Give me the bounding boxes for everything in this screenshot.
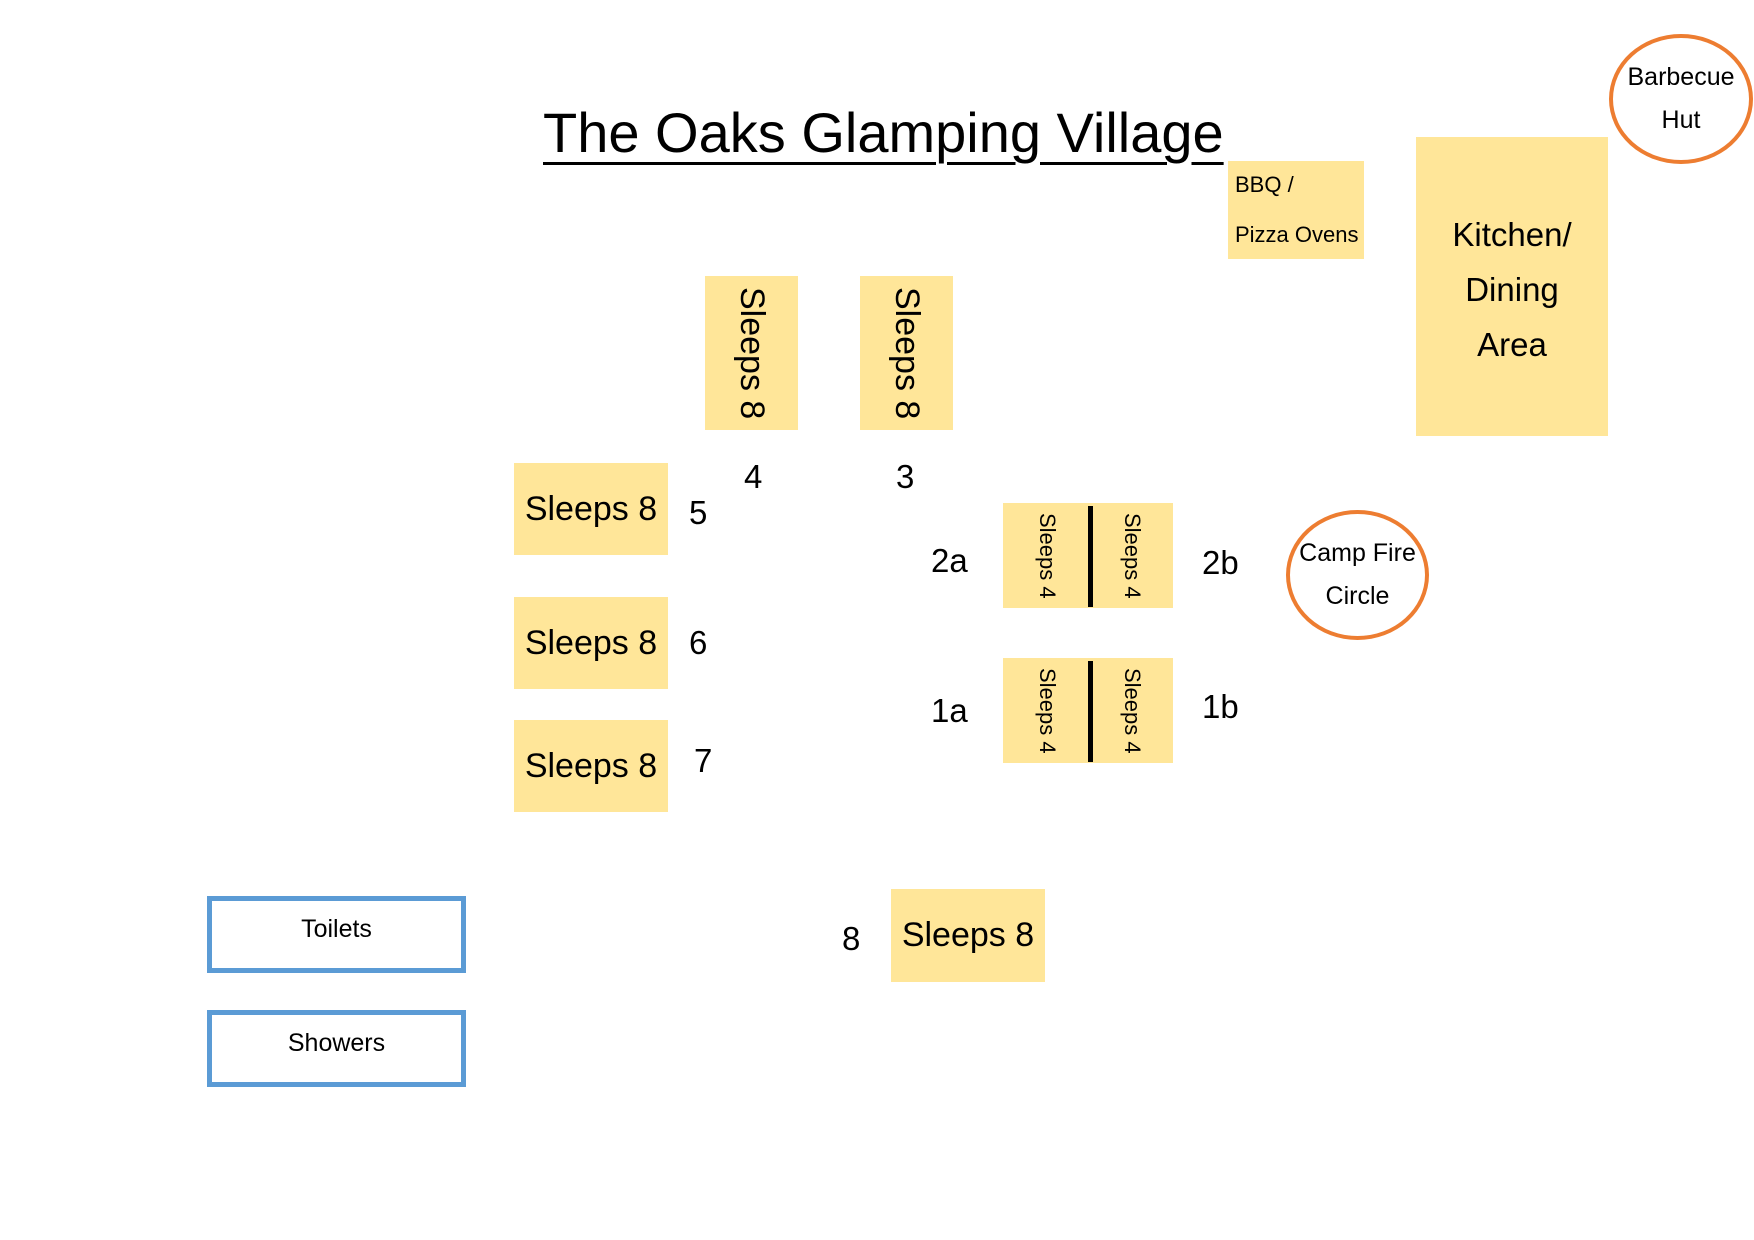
tent-2b-label: Sleeps 4 [1120, 512, 1145, 599]
tent-8-label: Sleeps 8 [901, 916, 1035, 954]
tent-8: Sleeps 8 [891, 889, 1045, 982]
kitchen-dining-area: Kitchen/ Dining Area [1416, 137, 1608, 436]
tent-1b-label: Sleeps 4 [1120, 667, 1145, 754]
tent-4-label: Sleeps 8 [733, 286, 771, 420]
map-title: The Oaks Glamping Village [543, 101, 1224, 164]
tent-3-number: 3 [896, 458, 915, 495]
tent-1a-label: Sleeps 4 [1035, 667, 1060, 754]
tent-1a-number: 1a [931, 692, 968, 729]
tent-2b-number: 2b [1202, 544, 1239, 581]
tent-1b-number: 1b [1202, 688, 1239, 725]
showers-label: Showers [287, 1029, 386, 1057]
bbq-label-line1: BBQ / [1235, 172, 1294, 197]
kitchen-label-line1: Kitchen/ [1452, 216, 1572, 253]
tent-2-divider [1088, 506, 1093, 607]
tent-5: Sleeps 8 [514, 463, 668, 555]
tent-7-number: 7 [694, 742, 713, 779]
tent-6-label: Sleeps 8 [524, 623, 658, 662]
tent-7-label: Sleeps 8 [524, 746, 658, 785]
tent-6-number: 6 [689, 624, 708, 661]
camp-fire-label-line1: Camp Fire [1299, 539, 1416, 567]
tent-1-divider [1088, 661, 1093, 762]
bbq-label-line2: Pizza Ovens [1235, 222, 1359, 247]
tent-5-number: 5 [689, 494, 708, 531]
tent-1b: Sleeps 4 [1091, 658, 1173, 763]
tent-6: Sleeps 8 [514, 597, 668, 689]
tent-3-label: Sleeps 8 [888, 286, 926, 420]
tent-1a: Sleeps 4 [1003, 658, 1091, 763]
tent-2a-number: 2a [931, 542, 968, 579]
showers: Showers [207, 1010, 466, 1087]
tent-2a: Sleeps 4 [1003, 503, 1091, 608]
kitchen-label-line3: Area [1477, 326, 1547, 363]
toilets-label: Toilets [301, 915, 372, 943]
tent-8-number: 8 [842, 920, 861, 957]
tent-4-number: 4 [744, 458, 763, 495]
barbecue-hut: Barbecue Hut [1609, 34, 1753, 164]
barbecue-hut-label-line2: Hut [1661, 106, 1701, 134]
tent-7: Sleeps 8 [514, 720, 668, 812]
camp-fire-label-line2: Circle [1325, 582, 1390, 610]
tent-3: Sleeps 8 [860, 276, 953, 430]
tent-4: Sleeps 8 [705, 276, 798, 430]
tent-5-label: Sleeps 8 [524, 489, 658, 528]
bbq-pizza-ovens: BBQ / Pizza Ovens [1228, 161, 1364, 259]
tent-2b: Sleeps 4 [1091, 503, 1173, 608]
tent-2a-label: Sleeps 4 [1035, 512, 1060, 599]
toilets: Toilets [207, 896, 466, 973]
kitchen-label-line2: Dining [1465, 271, 1559, 308]
barbecue-hut-label-line1: Barbecue [1627, 63, 1735, 91]
camp-fire-circle: Camp Fire Circle [1286, 510, 1429, 640]
